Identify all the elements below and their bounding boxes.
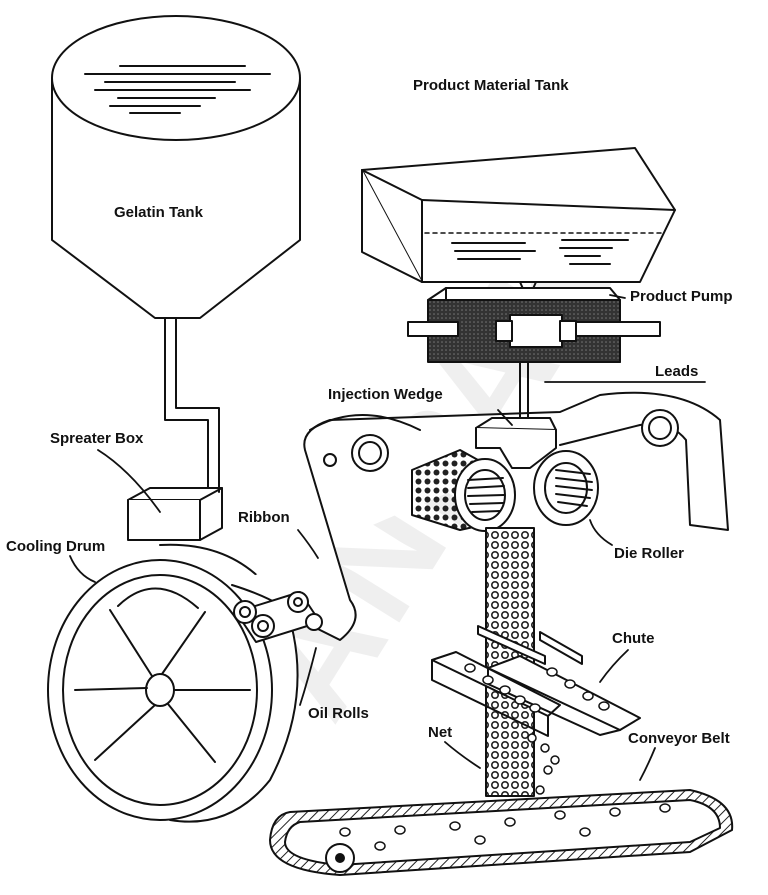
- gelatin-tank: [51, 15, 301, 319]
- leads-pipe: [519, 361, 529, 426]
- label-product-pump: Product Pump: [630, 288, 733, 305]
- label-oil-rolls: Oil Rolls: [308, 705, 369, 722]
- ribbon-rollers: [323, 409, 679, 472]
- leader-lines: [69, 294, 706, 781]
- die-rollers: [411, 449, 599, 532]
- label-ribbon: Ribbon: [238, 509, 290, 526]
- conveyor-belt: [269, 789, 734, 876]
- label-injection-wedge: Injection Wedge: [328, 386, 443, 403]
- product-material-tank: [361, 147, 676, 301]
- label-chute: Chute: [612, 630, 655, 647]
- spreader-box: [127, 487, 223, 541]
- label-product-material-tank: Product Material Tank: [413, 77, 569, 94]
- label-spreater-box: Spreater Box: [50, 430, 144, 447]
- gelatin-pipe: [164, 317, 220, 493]
- falling-capsules: [527, 733, 560, 795]
- injection-wedge: [475, 417, 557, 469]
- label-gelatin-tank: Gelatin Tank: [114, 204, 203, 221]
- label-die-roller: Die Roller: [614, 545, 685, 562]
- product-pump: [407, 287, 661, 363]
- oil-rolls: [233, 591, 323, 643]
- label-net: Net: [428, 724, 453, 741]
- label-cooling-drum: Cooling Drum: [6, 538, 106, 555]
- label-conveyor-belt: Conveyor Belt: [628, 730, 730, 747]
- chutes: [431, 625, 641, 737]
- label-leads: Leads: [655, 363, 699, 380]
